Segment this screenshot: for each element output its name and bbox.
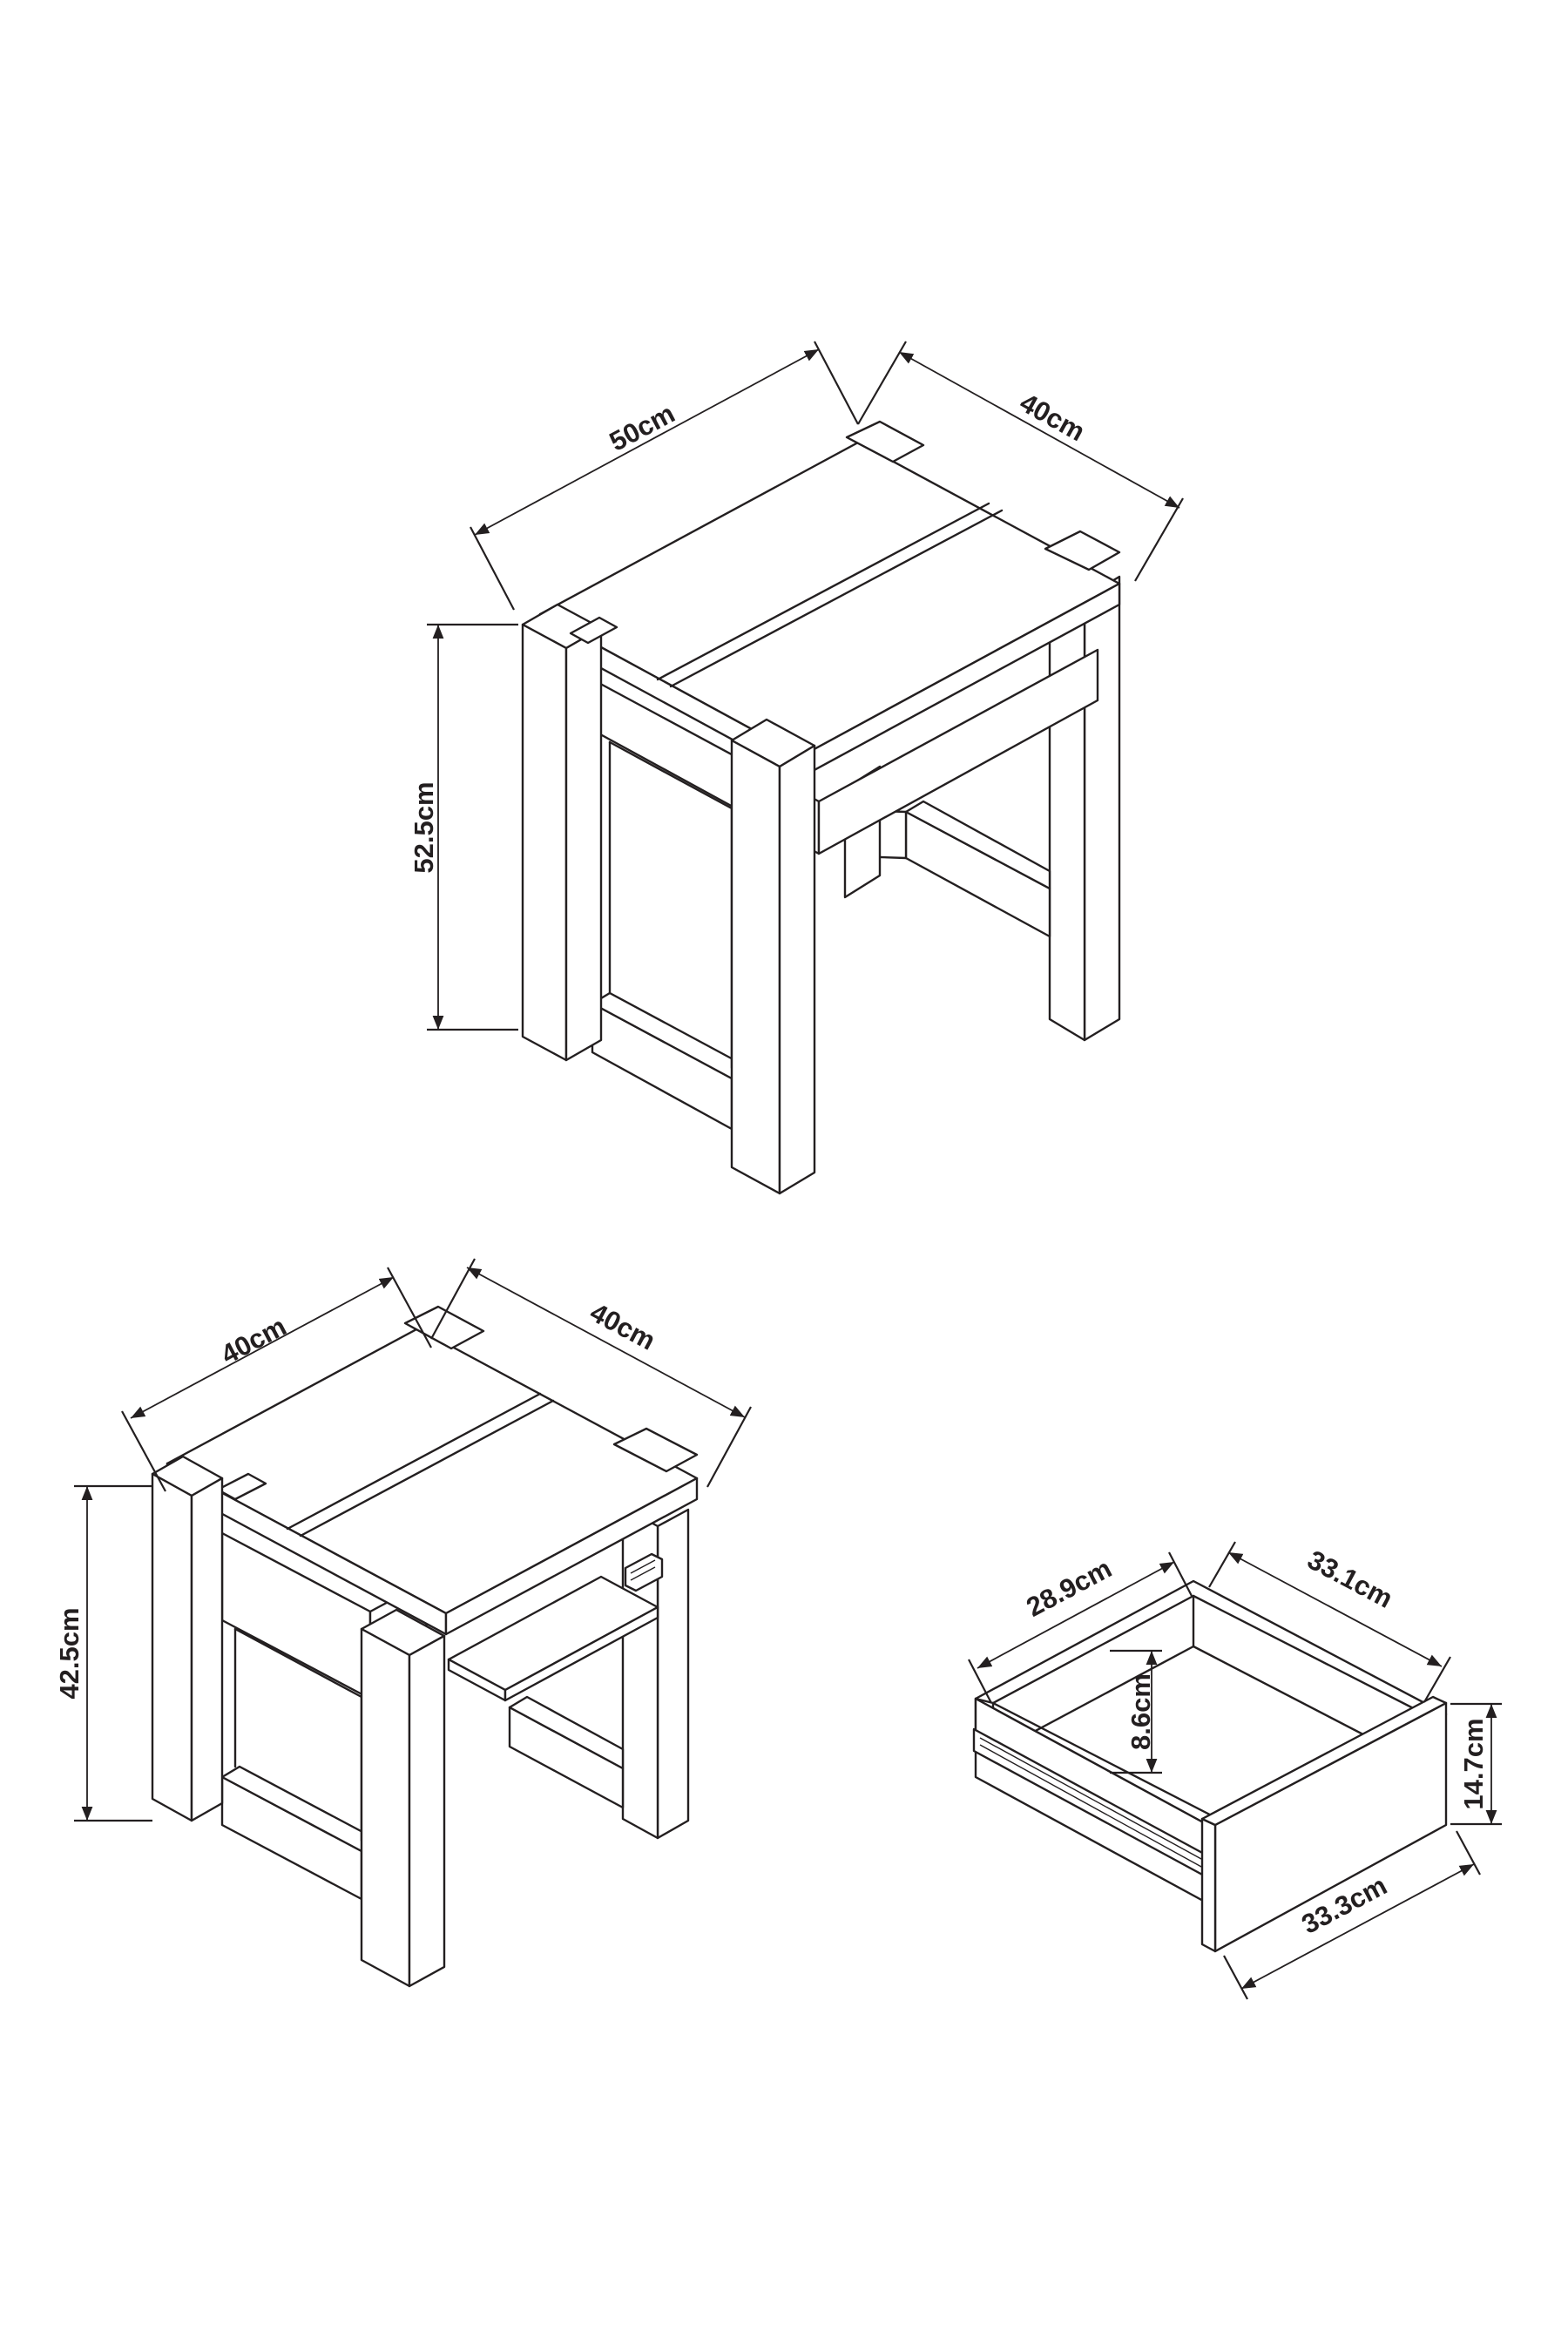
side-table-width-label: 40cm (216, 1311, 291, 1370)
lamp-table-depth-label: 40cm (1015, 387, 1090, 447)
side-table-height-label: 42.5cm (54, 1607, 84, 1699)
drawer-inner-height-label: 8.6cm (1125, 1673, 1156, 1750)
lamp-table-width-label: 50cm (605, 398, 679, 457)
side-table-drawing (151, 1305, 699, 1988)
drawer-inner-depth-label: 33.1cm (1302, 1544, 1397, 1614)
side-table-depth-label: 40cm (585, 1297, 660, 1356)
lamp-table-drawing (521, 420, 1121, 1195)
drawer-inner-width-label: 28.9cm (1021, 1553, 1116, 1623)
drawer-height-label: 14.7cm (1458, 1718, 1489, 1809)
lamp-table-height-label: 52.5cm (409, 781, 439, 873)
